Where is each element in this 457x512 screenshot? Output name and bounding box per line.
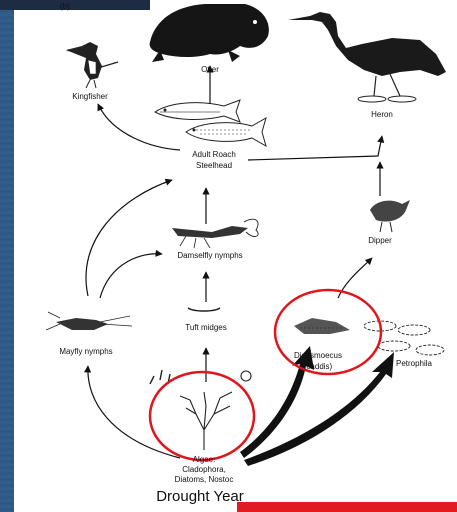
arrow-fish-to-heron [248, 136, 382, 160]
kingfisher-illustration [66, 42, 118, 88]
label-otter: Otter [201, 65, 219, 74]
tuft-midge-illustration [188, 308, 220, 311]
red-accent-bar [237, 502, 457, 512]
arrow-mayfly-to-fish [86, 180, 172, 296]
arrow-mayfly-to-damselfly [100, 254, 162, 298]
label-petrophila: Petrophila [396, 359, 433, 368]
label-caddis: (caddis) [304, 362, 333, 371]
label-steelhead: Steelhead [196, 161, 232, 170]
food-web-arrows [86, 66, 382, 458]
dipper-illustration [370, 200, 410, 232]
caddis-illustration [294, 318, 350, 334]
fish-illustration [155, 100, 266, 146]
label-dipper: Dipper [368, 236, 392, 245]
label-algae: Algae: [193, 455, 216, 464]
caption-drought-year: Drought Year [156, 488, 244, 505]
label-kingfisher: Kingfisher [72, 92, 108, 101]
mayfly-illustration [46, 312, 132, 330]
label-dicosmoecus: Dicosmoecus [294, 351, 342, 360]
label-cladophora: Cladophora, [182, 465, 226, 474]
heron-illustration [288, 12, 446, 102]
algae-highlight-circle [150, 372, 254, 460]
label-mayfly-nymphs: Mayfly nymphs [59, 347, 112, 356]
panel-letter: (b) [60, 2, 70, 11]
otter-illustration [150, 4, 269, 62]
label-heron: Heron [371, 110, 393, 119]
damselfly-illustration [172, 219, 258, 248]
label-tuft-midges: Tuft midges [185, 323, 227, 332]
arrow-fish-to-kingfisher [98, 104, 180, 150]
label-damselfly-nymphs: Damselfly nymphs [177, 251, 242, 260]
label-adult-roach: Adult Roach [192, 150, 236, 159]
label-diatoms-nostoc: Diatoms, Nostoc [175, 475, 234, 484]
arrow-algae-to-mayfly [88, 366, 180, 458]
